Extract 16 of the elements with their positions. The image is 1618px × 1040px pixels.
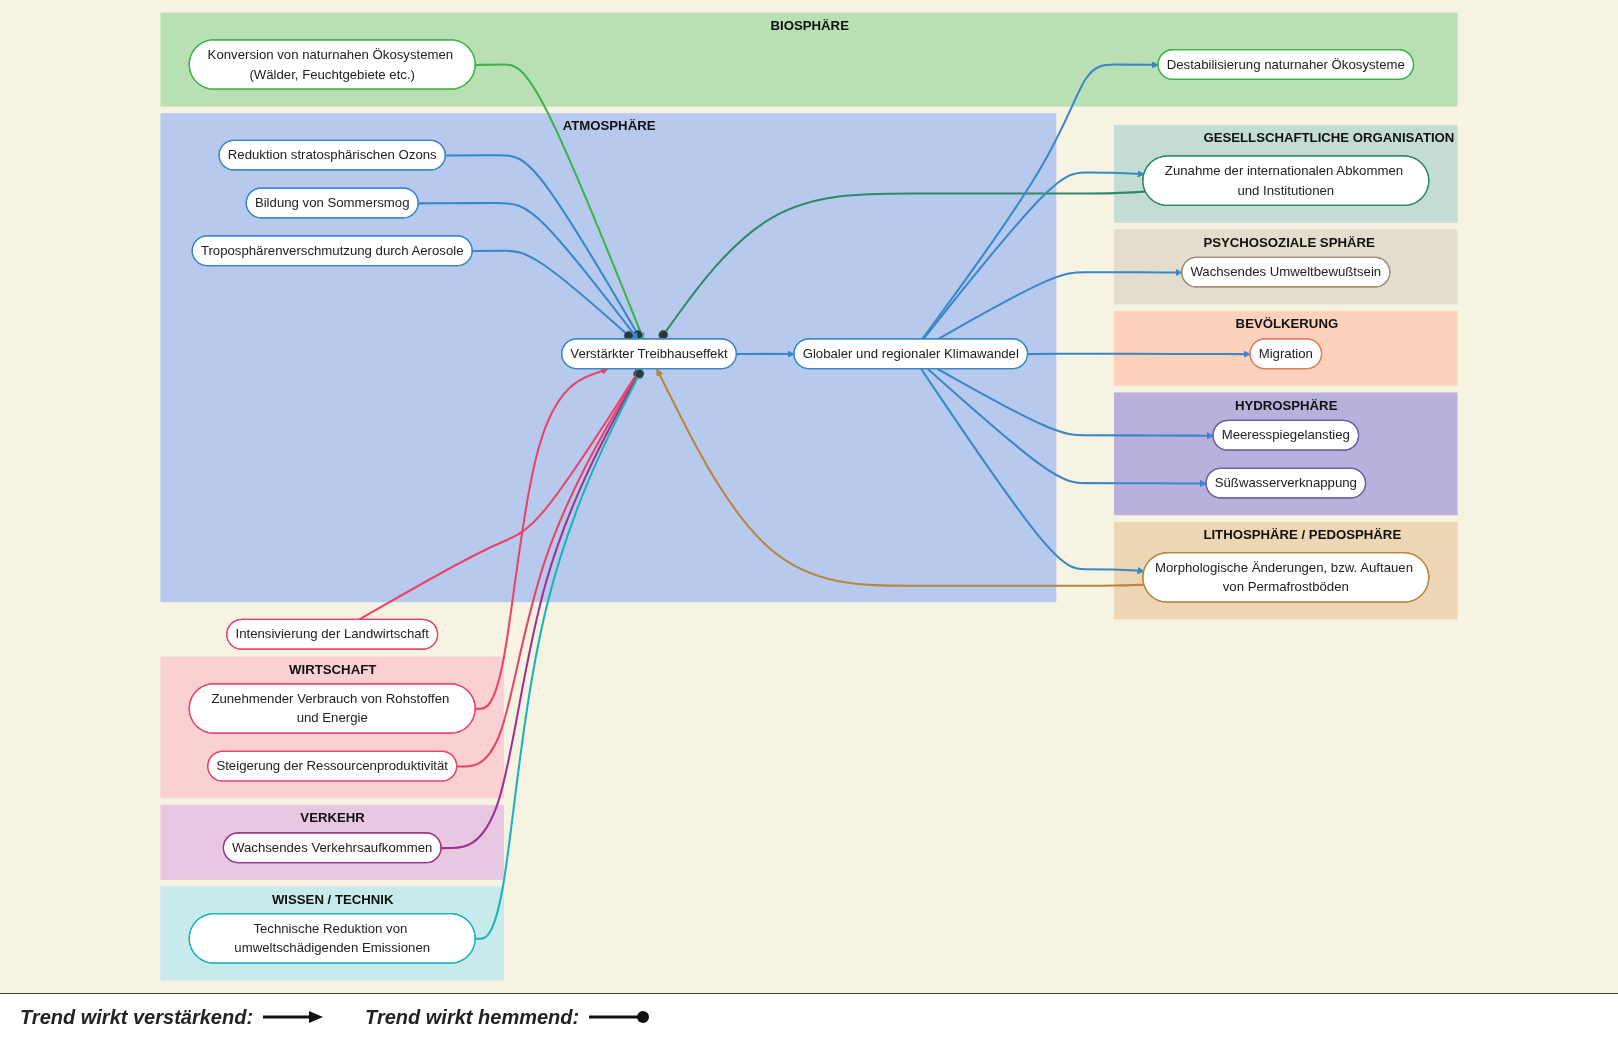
arrow (475, 63, 645, 340)
legend-text: Trend wirkt hemmend: (365, 1005, 580, 1029)
arrow (927, 368, 1207, 488)
legend-text: Trend wirkt verstärkend: (20, 1005, 254, 1029)
connector (445, 154, 643, 340)
arrow (1027, 350, 1251, 358)
connector (475, 368, 645, 940)
arrow (475, 367, 609, 710)
connector (658, 190, 1146, 340)
arrow (418, 202, 639, 340)
arrow (656, 368, 1145, 587)
arrow (736, 350, 795, 358)
arrow (921, 61, 1159, 340)
arrow (920, 368, 1145, 575)
arrow (937, 368, 1214, 440)
arrow (922, 170, 1145, 340)
